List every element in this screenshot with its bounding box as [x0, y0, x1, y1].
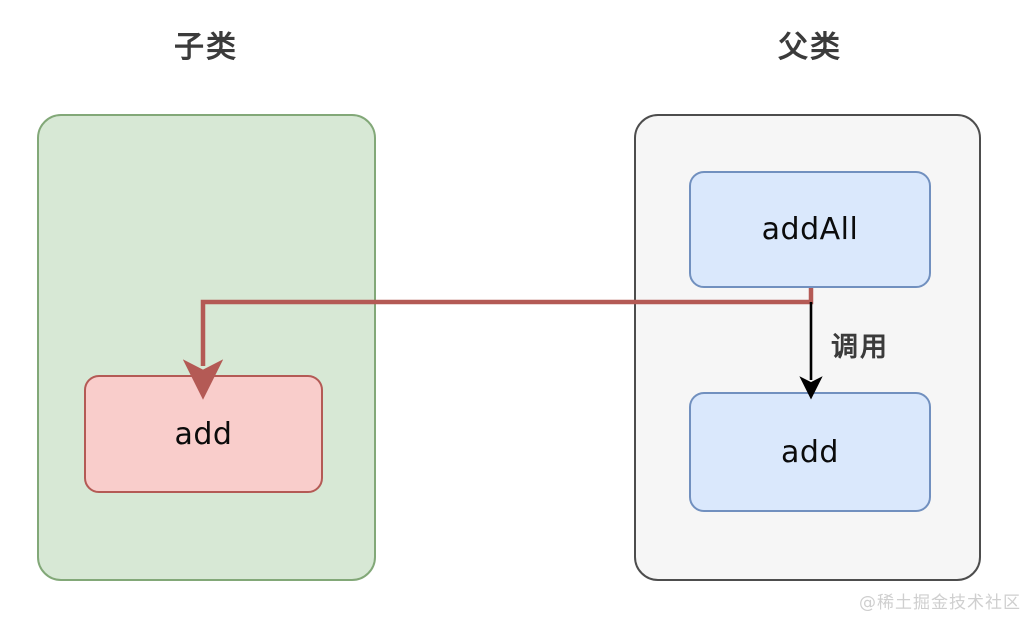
watermark: @稀土掘金技术社区	[859, 593, 1021, 613]
method-box-child-add[interactable]: add	[84, 375, 323, 493]
column-title-subclass: 子类	[174, 31, 238, 64]
method-box-parent-addall[interactable]: addAll	[689, 171, 931, 288]
connector-label-call: 调用	[831, 332, 889, 362]
subclass-container	[37, 114, 376, 581]
column-title-superclass: 父类	[778, 31, 842, 64]
method-box-parent-add[interactable]: add	[689, 392, 931, 512]
